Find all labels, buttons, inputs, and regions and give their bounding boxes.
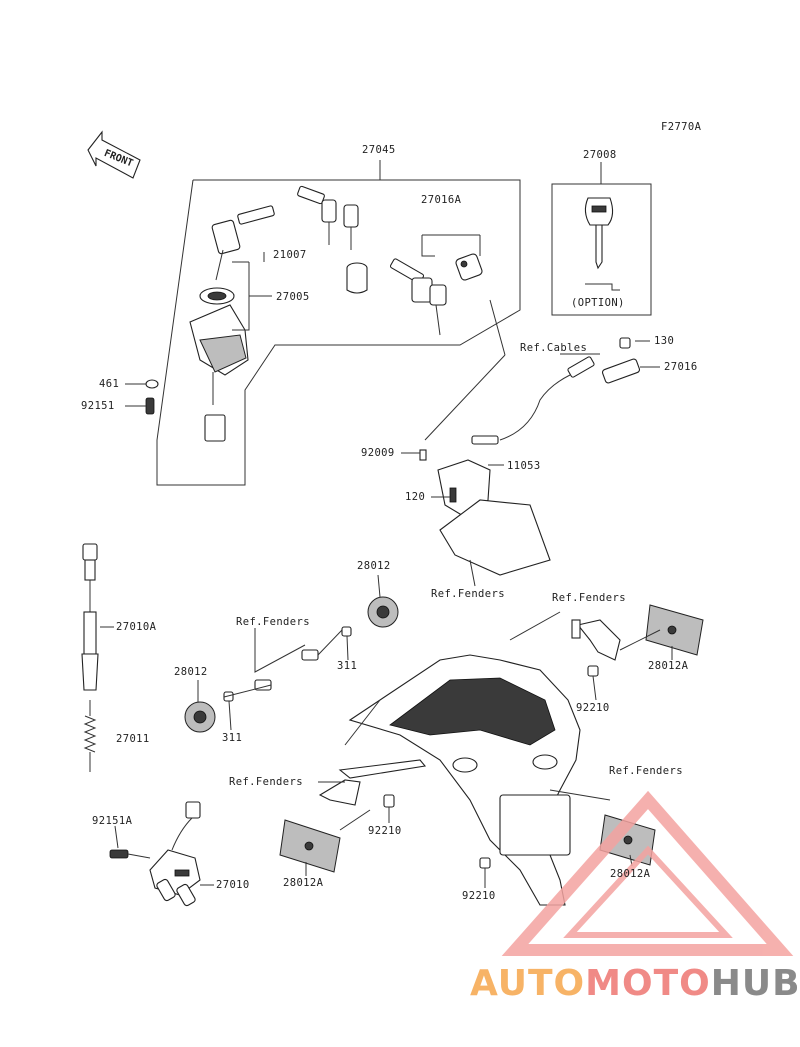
nut-icon [479,857,491,869]
rectangular-reflector-bottom-icon [599,814,656,866]
part-92210-bottom: 92210 [462,890,496,902]
part-92009: 92009 [361,447,395,459]
part-130: 130 [654,335,675,347]
rectangular-reflector-right-icon [645,604,704,656]
watermark-hub: HUB [710,963,800,1004]
part-11053: 11053 [507,460,541,472]
nut-icon [587,665,599,677]
part-461: 461 [99,378,120,390]
part-28012A-bottom: 28012A [610,868,651,880]
ref-fenders-2: Ref.Fenders [552,592,626,604]
part-27010A: 27010A [116,621,157,633]
part-92210-top: 92210 [576,702,610,714]
diagram-code: F2770A [661,121,702,133]
part-27011: 27011 [116,733,150,745]
washer-icon [145,379,159,389]
cable-connector-icon [567,356,595,378]
cap-switch-icon [601,337,641,384]
part-311-top: 311 [337,660,358,672]
neutral-switch-icon [149,801,201,907]
nut-icon [383,794,395,808]
cap-lock-icon [455,253,483,281]
round-reflector-right-icon [367,596,399,628]
ref-fenders-3: Ref.Fenders [236,616,310,628]
spring-icon [83,700,97,772]
nut-icon [341,626,352,637]
rectangular-reflector-left-icon [279,819,341,873]
ref-fenders-4: Ref.Fenders [609,765,683,777]
part-27008: 27008 [583,149,617,161]
part-92210-mid: 92210 [368,825,402,837]
ref-fenders-1: Ref.Fenders [431,588,505,600]
watermark-auto: AUTO [470,963,586,1004]
ref-cables: Ref.Cables [520,342,588,354]
part-120: 120 [405,491,426,503]
part-27016A: 27016A [421,194,462,206]
key-set-icon [211,205,275,281]
reflector-bracket-right-icon [571,619,621,661]
key-set-right-icon [389,258,447,336]
stop-switch-icon [81,543,99,691]
option-label: (OPTION) [571,297,625,309]
front-arrow-icon: FRONT [87,130,141,179]
part-311-bottom: 311 [222,732,243,744]
watermark-brand: AUTOMOTOHUB [470,964,800,1004]
part-28012A-left: 28012A [283,877,324,889]
ignition-switch-icon [189,287,249,442]
key-pair-icon [297,185,359,250]
watermark-logo-icon [501,790,794,956]
lock-cylinder-icon [346,262,368,294]
reflector-bracket-left-icon [318,759,427,806]
part-28012-left: 28012 [174,666,208,678]
part-27045: 27045 [362,144,396,156]
lock-bracket-icon [419,449,551,576]
part-28012A-right: 28012A [648,660,689,672]
part-21007: 21007 [273,249,307,261]
bolt-icon [145,397,155,415]
ref-fenders-5: Ref.Fenders [229,776,303,788]
connector-icon [471,435,499,445]
part-92151: 92151 [81,400,115,412]
part-27016: 27016 [664,361,698,373]
ignition-group-outline [156,179,521,486]
part-92151A: 92151A [92,815,133,827]
option-key-icon [584,197,620,291]
rear-fender-icon [348,654,581,906]
watermark-moto: MOTO [585,963,711,1004]
bolt-icon [109,849,151,859]
part-27010: 27010 [216,879,250,891]
part-27005: 27005 [276,291,310,303]
cable-line [499,374,571,441]
part-28012-top: 28012 [357,560,391,572]
bracket-bolt-icon [301,649,319,661]
round-reflector-left-icon [184,701,216,733]
